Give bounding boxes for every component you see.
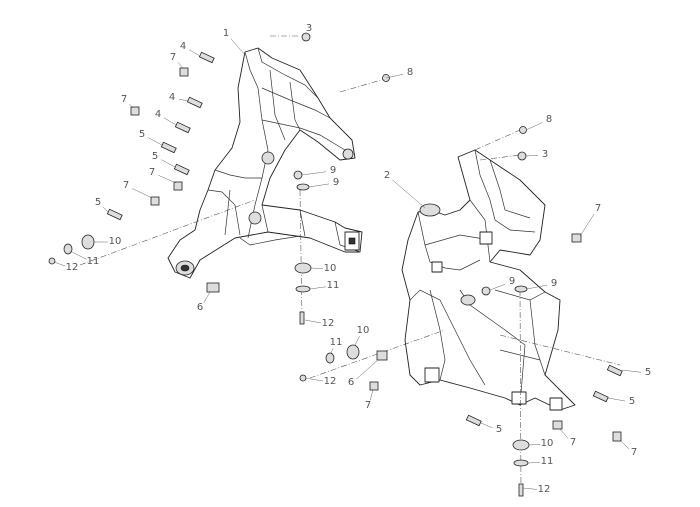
leader-line bbox=[308, 183, 330, 188]
leader-line bbox=[230, 38, 246, 56]
part-callout-12: 12 bbox=[323, 376, 337, 387]
leader-line bbox=[163, 117, 177, 126]
part-callout-4: 4 bbox=[154, 109, 162, 120]
part-callout-10: 10 bbox=[540, 438, 554, 449]
part-callout-9: 9 bbox=[550, 278, 558, 289]
part-callout-9: 9 bbox=[332, 177, 340, 188]
leader-line bbox=[203, 291, 211, 304]
leader-line bbox=[526, 284, 548, 290]
part-callout-5: 5 bbox=[94, 197, 102, 208]
leader-line bbox=[527, 462, 541, 464]
part-callout-1: 1 bbox=[222, 28, 230, 39]
leader-line bbox=[103, 206, 109, 213]
leader-line bbox=[522, 487, 538, 490]
leader-line bbox=[189, 49, 201, 57]
leader-line bbox=[129, 103, 134, 109]
leader-line bbox=[525, 155, 539, 157]
part-callout-5: 5 bbox=[628, 396, 636, 407]
part-callout-9: 9 bbox=[508, 276, 516, 287]
part-callout-4: 4 bbox=[179, 41, 187, 52]
part-callout-7: 7 bbox=[569, 437, 577, 448]
leader-line bbox=[132, 188, 153, 199]
part-callout-7: 7 bbox=[169, 52, 177, 63]
part-callout-10: 10 bbox=[108, 236, 122, 247]
part-callout-5: 5 bbox=[644, 367, 652, 378]
leader-line bbox=[489, 283, 506, 291]
part-callout-2: 2 bbox=[383, 170, 391, 181]
leader-line bbox=[579, 213, 595, 237]
leader-line bbox=[158, 175, 177, 184]
part-callout-6: 6 bbox=[347, 377, 355, 388]
part-callout-8: 8 bbox=[545, 114, 553, 125]
part-callout-7: 7 bbox=[122, 180, 130, 191]
leader-line bbox=[178, 98, 189, 102]
part-callout-11: 11 bbox=[329, 337, 343, 348]
part-callout-9: 9 bbox=[329, 165, 337, 176]
leader-line bbox=[161, 159, 176, 168]
part-callout-11: 11 bbox=[86, 256, 100, 267]
part-callout-10: 10 bbox=[323, 263, 337, 274]
leader-line bbox=[69, 250, 87, 260]
part-callout-5: 5 bbox=[138, 129, 146, 140]
leader-line bbox=[356, 359, 379, 380]
leader-line bbox=[354, 336, 360, 346]
leader-line bbox=[392, 179, 426, 209]
part-callout-5: 5 bbox=[495, 424, 503, 435]
part-callout-10: 10 bbox=[356, 325, 370, 336]
leader-line bbox=[619, 439, 630, 450]
part-callout-5: 5 bbox=[151, 151, 159, 162]
assembly-axes bbox=[79, 35, 621, 491]
part-callout-7: 7 bbox=[630, 447, 638, 458]
leader-line bbox=[310, 267, 324, 269]
leader-line bbox=[559, 428, 569, 439]
part-callout-8: 8 bbox=[406, 67, 414, 78]
part-callout-12: 12 bbox=[537, 484, 551, 495]
leader-lines bbox=[53, 34, 642, 490]
part-callout-3: 3 bbox=[305, 23, 313, 34]
right-bracket-part-2 bbox=[401, 149, 576, 411]
part-callout-6: 6 bbox=[196, 302, 204, 313]
part-callout-7: 7 bbox=[364, 400, 372, 411]
part-callout-7: 7 bbox=[594, 203, 602, 214]
part-callout-7: 7 bbox=[148, 167, 156, 178]
part-callout-11: 11 bbox=[326, 280, 340, 291]
leader-line bbox=[369, 389, 374, 401]
part-callout-7: 7 bbox=[120, 94, 128, 105]
leader-line bbox=[304, 377, 324, 382]
leader-line bbox=[53, 261, 66, 267]
part-callout-3: 3 bbox=[541, 149, 549, 160]
part-callout-11: 11 bbox=[540, 456, 554, 467]
part-callout-12: 12 bbox=[321, 318, 335, 329]
leader-line bbox=[385, 73, 404, 79]
left-bracket-part-1 bbox=[167, 47, 363, 279]
leader-line bbox=[621, 369, 642, 373]
leader-line bbox=[330, 348, 334, 354]
leader-line bbox=[309, 286, 327, 290]
leader-line bbox=[607, 397, 626, 402]
leader-line bbox=[177, 62, 184, 69]
leader-line bbox=[480, 422, 493, 429]
leader-line bbox=[304, 319, 322, 324]
fasteners bbox=[48, 32, 623, 497]
leader-line bbox=[528, 444, 541, 446]
part-callout-12: 12 bbox=[65, 262, 79, 273]
leader-line bbox=[525, 122, 543, 131]
leader-line bbox=[301, 171, 327, 176]
leader-line bbox=[148, 137, 163, 146]
part-callout-4: 4 bbox=[168, 92, 176, 103]
